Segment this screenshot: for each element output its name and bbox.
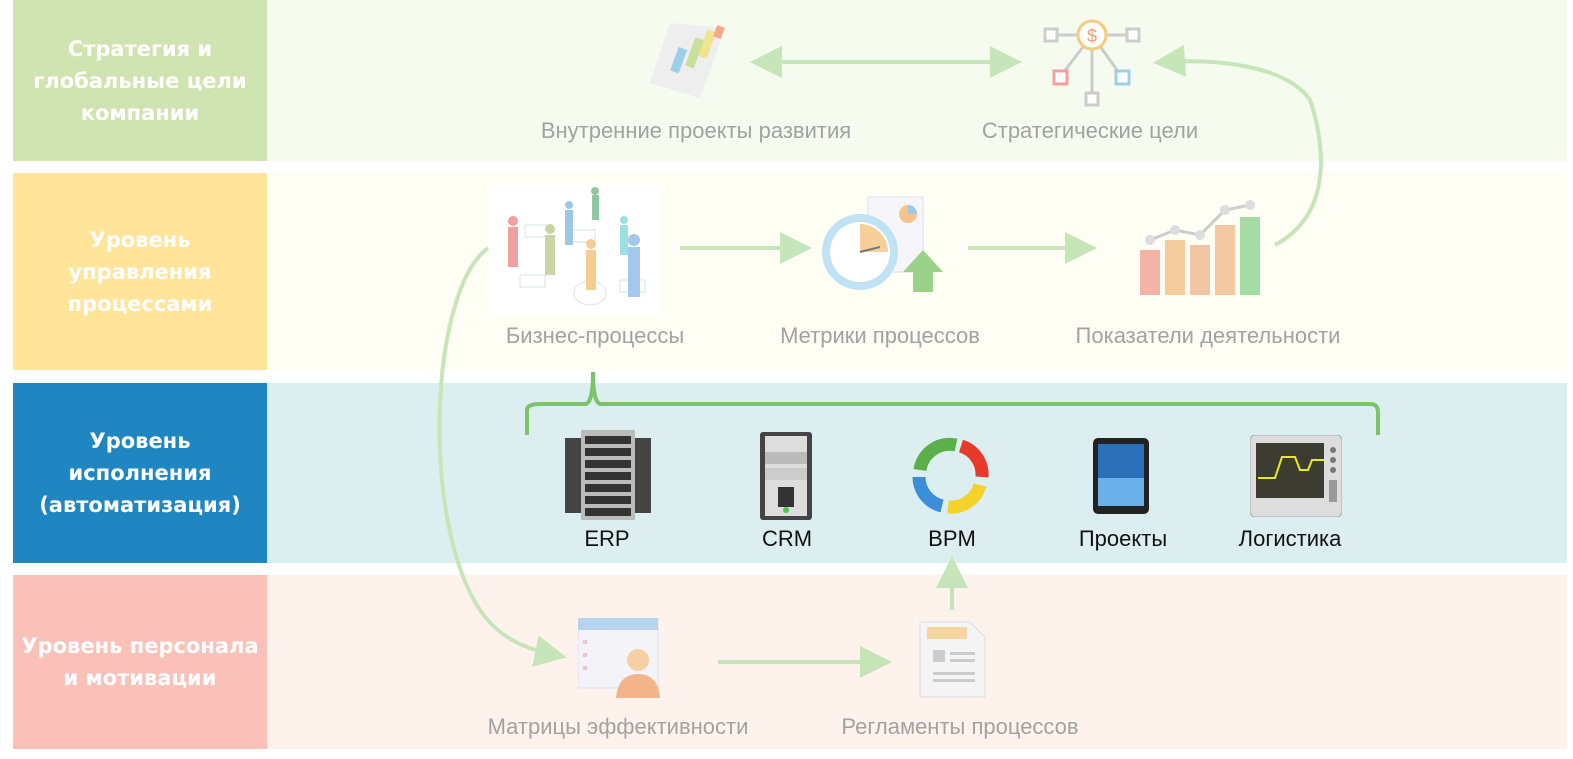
system-erp: ERP [584,526,630,551]
performance-indicators-caption: Показатели деятельности [1075,323,1341,348]
system-projects: Проекты [1078,526,1168,551]
tablet-icon [1093,438,1149,514]
process-regulations-caption: Регламенты процессов [841,714,1079,739]
logistics-monitor-icon [1250,435,1342,517]
erp-server-icon [565,430,651,520]
crm-server-icon [760,432,812,520]
gantt-chart-icon [650,23,725,98]
svg-text:$: $ [1087,26,1097,46]
bpm-cycle-icon [912,437,989,514]
process-regulations-icon [919,621,986,698]
strategic-goals-caption: Стратегические цели [981,118,1199,143]
business-processes-caption: Бизнес-процессы [505,323,685,348]
level-personnel-label: Уровень персонала и мотивации [13,575,267,749]
process-metrics-icon [822,196,943,292]
system-bpm: BPM [928,526,976,551]
process-metrics-caption: Метрики процессов [780,323,980,348]
business-process-people-icon [490,185,660,315]
efficiency-matrix-caption: Матрицы эффективности [487,714,749,739]
system-crm: CRM [761,526,813,551]
level-strategy-label: Стратегия и глобальные цели компании [13,0,267,161]
internal-projects-caption: Внутренние проекты развития [540,118,852,143]
strategic-goals-icon: $ [1043,19,1141,107]
performance-indicators-icon [1140,200,1260,295]
system-logistics: Логистика [1238,526,1342,551]
efficiency-matrix-icon [578,618,660,698]
level-execution-label: Уровень исполнения (автоматизация) [13,383,267,563]
level-process-label: Уровень управления процессами [13,173,267,370]
